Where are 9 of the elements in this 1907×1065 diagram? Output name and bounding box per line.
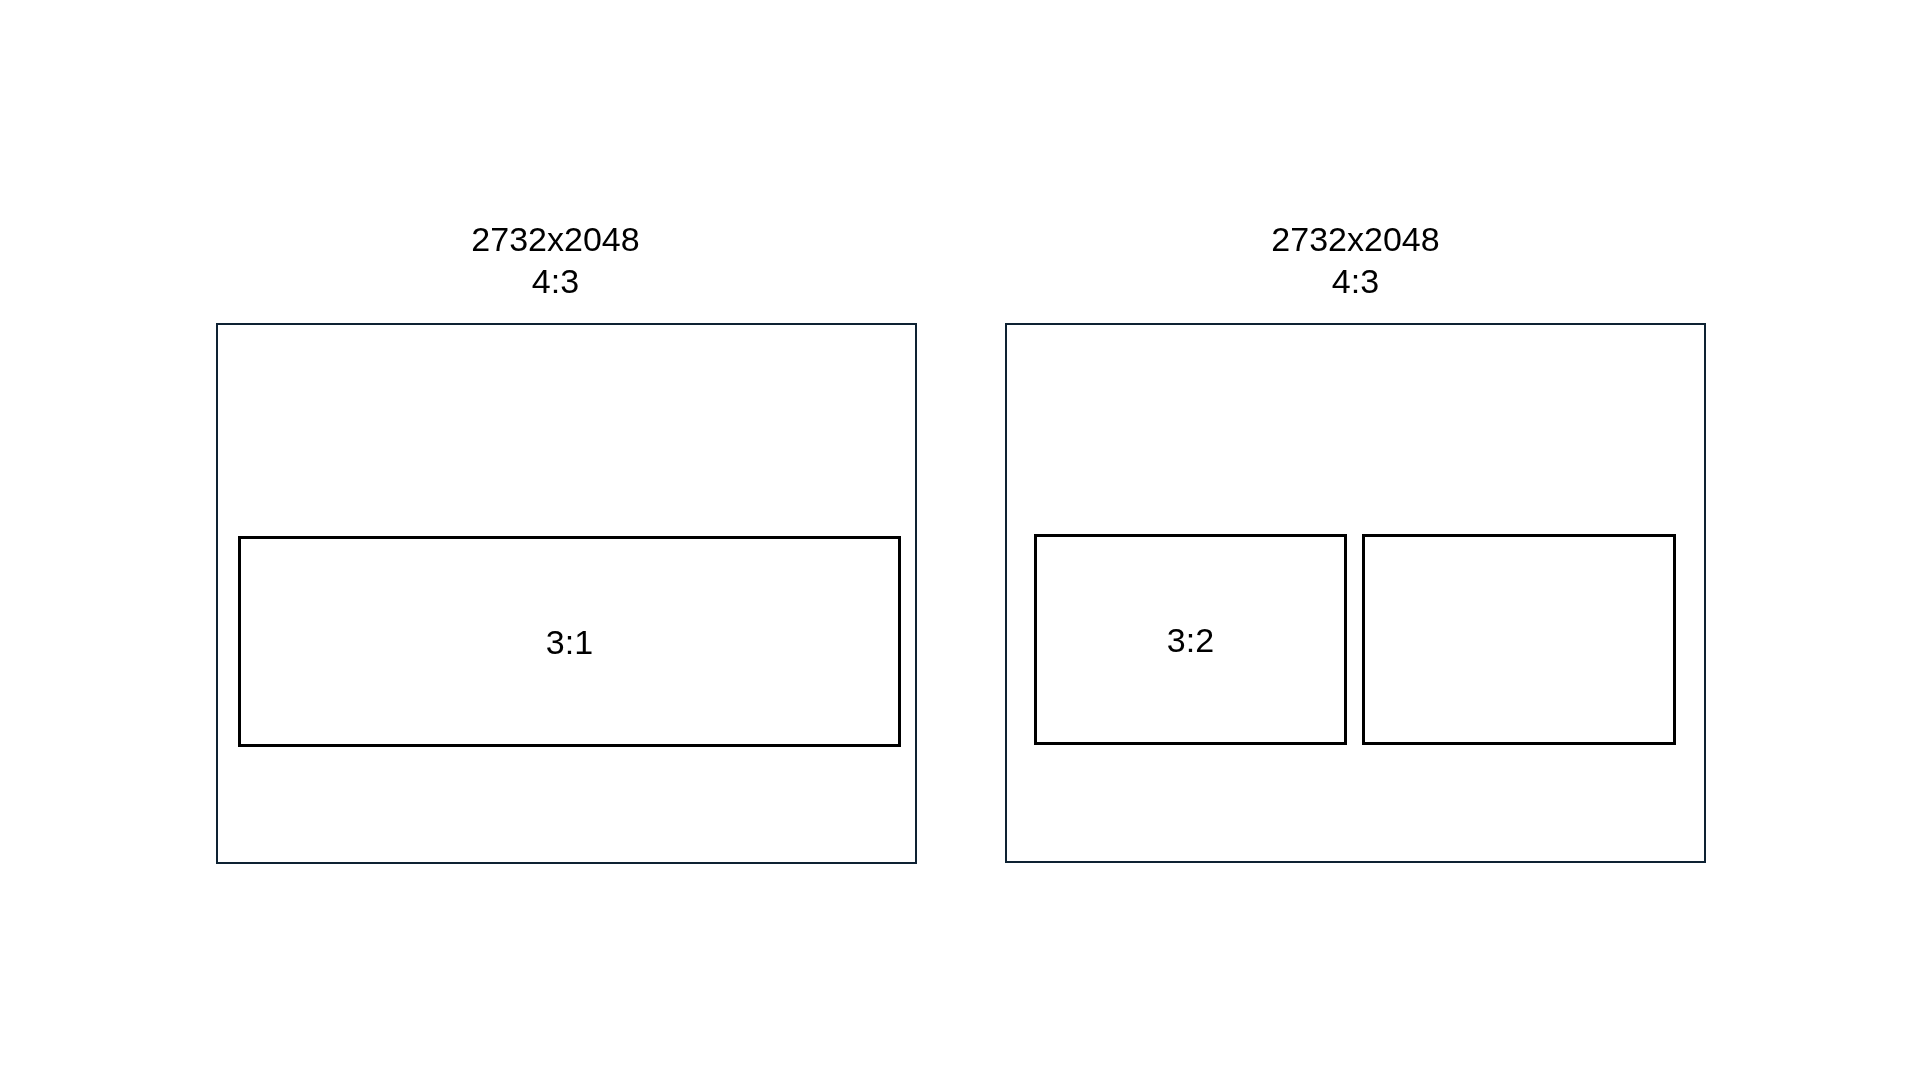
- resolution-label: 2732x2048: [471, 219, 640, 260]
- layout-region: [238, 536, 901, 747]
- aspect-ratio-label: 3:2: [1166, 619, 1215, 661]
- layout-region: [1362, 534, 1676, 745]
- layout-region: [1034, 534, 1347, 745]
- aspect-ratio-label: 4:3: [1331, 261, 1380, 302]
- resolution-label: 2732x2048: [1271, 219, 1440, 260]
- aspect-ratio-label: 3:1: [545, 621, 594, 663]
- aspect-ratio-label: 4:3: [531, 261, 580, 302]
